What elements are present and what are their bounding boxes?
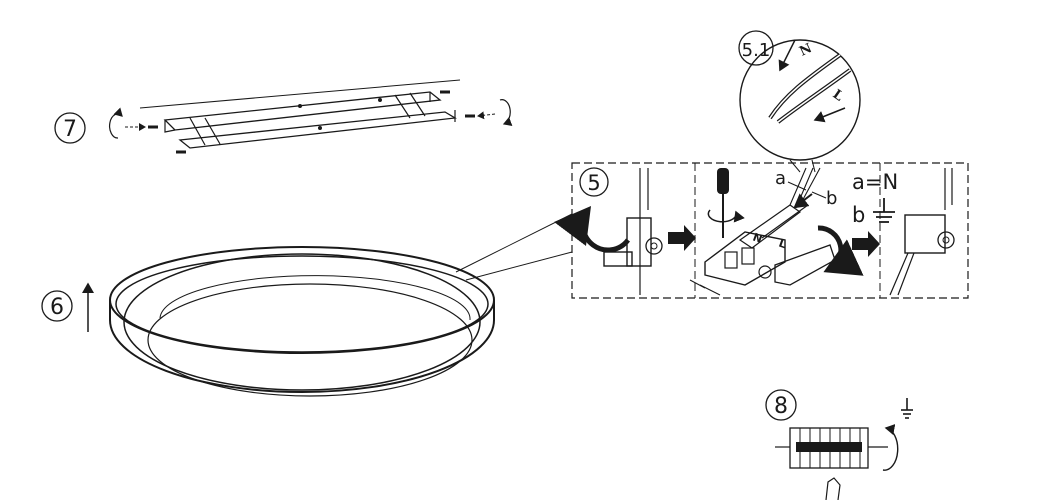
step-7-number: 7	[63, 117, 77, 142]
step-6-number: 6	[50, 295, 64, 320]
screwdriver-icon	[707, 168, 745, 238]
magnifier-circle	[739, 39, 861, 161]
rotate-arrow-icon	[108, 107, 123, 139]
ring-lamp	[109, 246, 495, 397]
detail-callout-lines	[455, 213, 573, 281]
rotate-arrow-icon	[499, 99, 513, 126]
step-5-1-badge: 5.1	[738, 30, 774, 66]
insert-arrow-icon	[813, 107, 846, 123]
legend-line-2: b	[852, 203, 865, 227]
step-7-group: 7	[54, 79, 513, 154]
terminal-block	[775, 427, 888, 500]
step-6-badge: 6	[41, 290, 73, 322]
wire-label-b: b	[826, 188, 837, 209]
legend-line-1: a=N	[852, 170, 898, 194]
step-5-number: 5	[587, 171, 600, 195]
step-5-1-number: 5.1	[742, 40, 771, 61]
detail-box	[571, 162, 969, 299]
screws-right	[440, 90, 513, 126]
right-arrow-icon	[668, 225, 696, 251]
right-arrow-icon	[852, 231, 880, 257]
wiring-legend: a=N b	[852, 170, 898, 227]
step-6-group: 6	[41, 213, 573, 397]
supply-wires	[789, 167, 821, 209]
rotate-arrow-icon	[817, 225, 864, 276]
hand-icon	[825, 477, 841, 500]
step-7-badge: 7	[54, 112, 86, 144]
step-5-1-group: 5.1 N L	[738, 30, 861, 173]
wire-l-letter: L	[830, 87, 846, 105]
screws-left	[108, 107, 186, 154]
panel-3-closed-connector	[889, 168, 955, 296]
terminal-n-letter: N	[751, 231, 764, 246]
wire-n-letter: N	[797, 41, 814, 60]
rotate-arrow-icon	[882, 424, 899, 471]
step-8-number: 8	[774, 394, 788, 419]
step-8-group: 8	[765, 389, 913, 500]
ground-icon	[873, 198, 895, 223]
panel-2-open-terminal: N L a b	[689, 167, 864, 296]
rotate-arrow-icon	[554, 205, 630, 253]
wire-label-a: a	[775, 168, 786, 189]
terminal-l-letter: L	[777, 237, 788, 252]
insert-arrow-icon	[778, 39, 796, 72]
panel-1-closed-connector	[554, 168, 663, 295]
step-8-badge: 8	[765, 389, 797, 421]
step-5-group: 5 N L	[554, 162, 969, 299]
mounting-bracket	[139, 79, 461, 149]
step-5-badge: 5	[579, 167, 609, 197]
ground-icon	[901, 398, 913, 419]
